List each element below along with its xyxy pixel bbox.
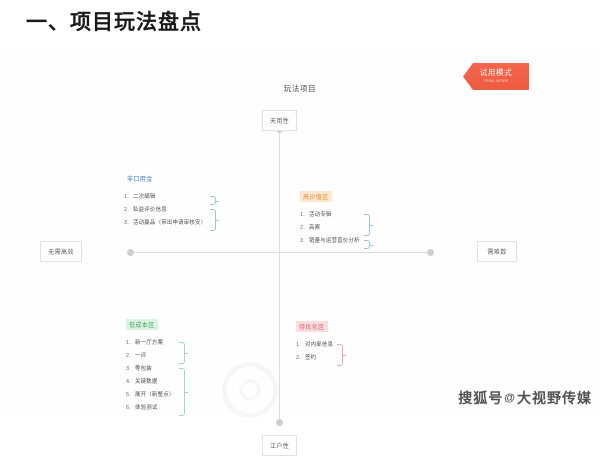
list-item-label: 新一厅方案 <box>135 340 164 346</box>
brace-group <box>337 343 353 369</box>
list-item-label: 高察 <box>309 225 321 231</box>
axis-label-bottom: 江户性 <box>262 435 298 456</box>
watermark-prefix: 搜狐号 <box>458 390 504 406</box>
list-item: 4. 关键数据 <box>126 379 175 393</box>
list-item: 1. 对内部信息 <box>296 342 334 356</box>
list-item-number: 6. <box>126 405 131 411</box>
quadrant-item-list: 1. 对内部信息 2. 签约 <box>296 342 334 369</box>
brace-group <box>210 195 226 234</box>
list-item: 6. 体验测试 <box>126 405 175 419</box>
list-item: 1. 二次编辑 <box>124 194 206 208</box>
brace-bracket <box>210 209 220 231</box>
watermark-suffix: 大视野传媒 <box>517 390 592 406</box>
brace-group <box>363 213 380 252</box>
list-item: 2. 私益评价信息 <box>124 207 206 221</box>
list-item-label: 活动专辑 <box>309 212 332 218</box>
list-item-number: 3. <box>300 238 305 244</box>
list-item-label: 活动赢品（带出申请审核安） <box>133 220 207 226</box>
list-item-number: 3. <box>124 220 129 226</box>
list-item-number: 4. <box>126 379 131 385</box>
brace-bracket <box>363 240 373 249</box>
brace-bracket <box>178 342 188 364</box>
axis-label-left: 无需高效 <box>40 241 82 262</box>
quadrant-top-right: 高价值区 1. 活动专辑 2. 高察 3. 销量与运营直价分析 <box>300 186 380 252</box>
quadrant-body: 1. 对内部信息 2. 签约 <box>296 342 353 369</box>
vertical-axis <box>279 129 280 422</box>
quadrant-body: 1. 新一厅方案 2. 一评 3. 等包装 4. 关键数据 5. 展开（新整点） 6. 体验测试 <box>126 340 195 419</box>
diagram-title: 玩法项目 <box>283 84 317 93</box>
brace-bracket <box>178 368 188 416</box>
background-watermark-ring <box>222 362 278 418</box>
quadrant-item-list: 1. 二次编辑 2. 私益评价信息 3. 活动赢品（带出申请审核安） <box>124 194 207 234</box>
quadrant-item-list: 1. 活动专辑 2. 高察 3. 销量与运营直价分析 <box>300 212 360 252</box>
quadrant-top-left: 非口用金 1. 二次编辑 2. 私益评价信息 3. 活动赢品（带出申请审核安） <box>124 168 226 234</box>
list-item-label: 体验测试 <box>135 405 158 411</box>
list-item: 3. 活动赢品（带出申请审核安） <box>124 220 207 234</box>
quadrant-body: 1. 活动专辑 2. 高察 3. 销量与运营直价分析 <box>300 212 380 252</box>
axis-endpoint-dot-left <box>127 249 134 256</box>
list-item-number: 1. <box>124 194 129 200</box>
list-item-number: 1. <box>296 342 301 348</box>
page-title: 一、项目玩法盘点 <box>26 11 202 34</box>
watermark: 搜狐号 @ 大视野传媒 <box>458 388 592 408</box>
list-item-label: 销量与运营直价分析 <box>309 238 360 244</box>
trial-mode-ribbon[interactable]: 试用模式 TRIAL MODE <box>463 63 529 90</box>
list-item-number: 5. <box>126 392 131 398</box>
list-item-number: 2. <box>296 355 301 361</box>
axis-endpoint-dot-right <box>427 249 434 256</box>
quadrant-item-list: 1. 新一厅方案 2. 一评 3. 等包装 4. 关键数据 5. 展开（新整点） 6. 体验测试 <box>126 340 175 419</box>
ribbon-label: 试用模式 <box>479 68 513 78</box>
list-item-number: 1. <box>126 340 131 346</box>
list-item: 1. 新一厅方案 <box>126 340 175 354</box>
list-item: 3. 销量与运营直价分析 <box>300 238 360 252</box>
list-item-label: 一评 <box>135 353 147 359</box>
quadrant-body: 1. 二次编辑 2. 私益评价信息 3. 活动赢品（带出申请审核安） <box>124 194 226 234</box>
list-item-number: 2. <box>300 225 305 231</box>
brace-bracket <box>210 196 220 205</box>
list-item-number: 1. <box>300 212 305 218</box>
list-item: 2. 一评 <box>126 353 175 367</box>
list-item-label: 二次编辑 <box>133 194 156 200</box>
list-item-label: 对内部信息 <box>305 342 334 348</box>
brace-bracket <box>363 214 373 236</box>
list-item-label: 等包装 <box>135 366 152 372</box>
diagram-canvas: 玩法项目 试用模式 TRIAL MODE 天用性 江户性 无需高效 需难数 非口… <box>0 46 600 456</box>
quadrant-heading: 非口用金 <box>127 177 153 183</box>
list-item-label: 私益评价信息 <box>133 207 167 213</box>
horizontal-axis <box>130 252 430 253</box>
quadrant-heading: 低成本区 <box>126 319 158 330</box>
list-item-label: 展开（新整点） <box>135 392 175 398</box>
axis-label-right: 需难数 <box>477 241 517 262</box>
list-item-label: 签约 <box>305 355 317 361</box>
list-item-label: 关键数据 <box>135 379 158 385</box>
quadrant-heading: 高价值区 <box>300 191 332 202</box>
list-item: 1. 活动专辑 <box>300 212 360 226</box>
list-item-number: 2. <box>126 353 131 359</box>
brace-group <box>178 341 195 419</box>
axis-endpoint-dot-bottom <box>276 419 283 426</box>
quadrant-bottom-left: 低成本区 1. 新一厅方案 2. 一评 3. 等包装 4. 关键数据 5. 展开（新整点） 6. 体验测… <box>126 314 195 419</box>
list-item: 3. 等包装 <box>126 366 175 380</box>
ribbon-sublabel: TRIAL MODE <box>483 78 509 83</box>
list-item: 2. 签约 <box>296 355 333 369</box>
list-item: 5. 展开（新整点） <box>126 392 175 406</box>
list-item: 2. 高察 <box>300 225 360 239</box>
quadrant-heading: 待优化区 <box>296 321 328 332</box>
brace-bracket <box>337 344 347 366</box>
quadrant-bottom-right: 待优化区 1. 对内部信息 2. 签约 <box>296 316 353 369</box>
list-item-number: 2. <box>124 207 129 213</box>
watermark-at-symbol: @ <box>504 392 516 404</box>
list-item-number: 3. <box>126 366 131 372</box>
axis-label-top: 天用性 <box>262 110 298 131</box>
